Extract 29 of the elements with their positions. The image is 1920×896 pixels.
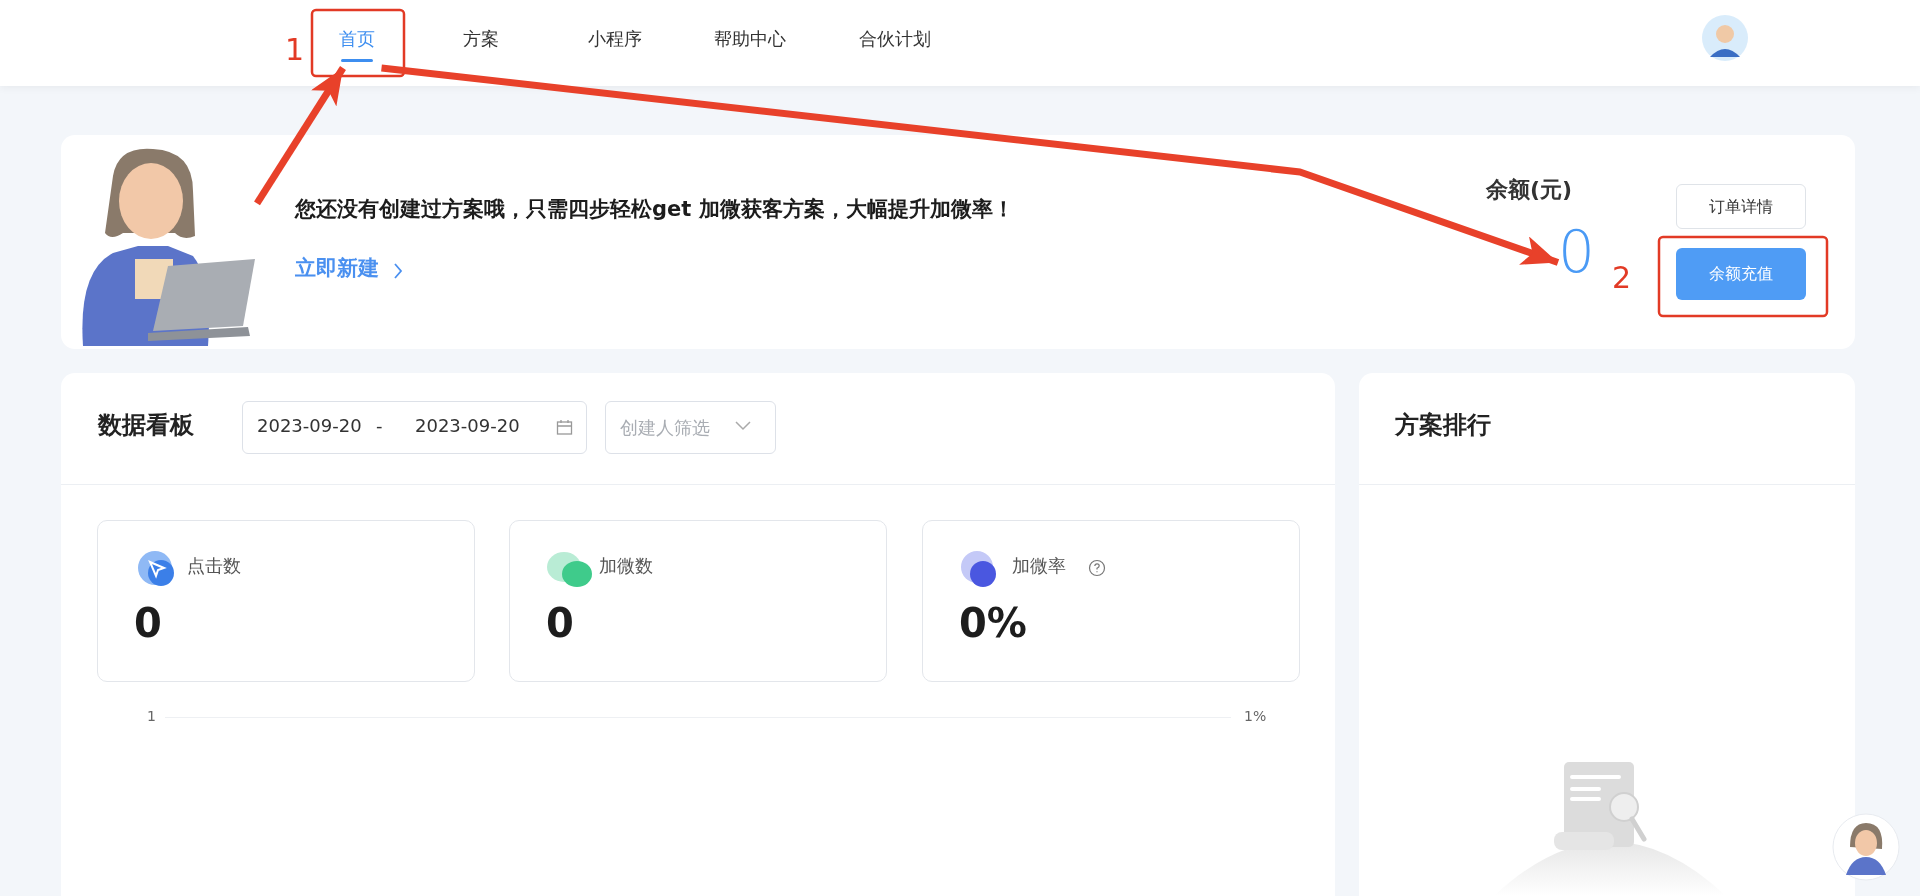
axis-tick-label: 1 (147, 708, 156, 725)
arrow (254, 66, 346, 206)
banner-message: 您还没有创建过方案哦，只需四步轻松get 加微获客方案，大幅提升加微率！ (295, 197, 1014, 223)
creator-filter-select: 创建人筛选 (605, 401, 776, 454)
step-number: 2 (1612, 260, 1632, 296)
nav-link: 首页 (322, 16, 392, 68)
panel-heading: 数据看板 (98, 411, 194, 440)
metric-label: 加微率 (1012, 555, 1066, 577)
recharge-button: 余额充值 (1676, 248, 1806, 300)
metric-value: 0 (134, 599, 162, 647)
order-details-button: 订单详情 (1676, 184, 1806, 229)
balance-value: 0 (1558, 221, 1595, 285)
metric-label: 点击数 (187, 555, 241, 577)
metric-value: 0 (546, 599, 574, 647)
balance-heading: 余额(元) (1486, 177, 1573, 204)
metric-value: 0% (959, 599, 1027, 647)
nav-link: 方案 (463, 28, 499, 50)
arrow (381, 64, 1560, 266)
axis-tick-label: 1% (1244, 708, 1267, 725)
range-separator: - (376, 415, 383, 437)
step-number: 1 (285, 32, 305, 68)
nav-link: 合伙计划 (859, 28, 931, 50)
date-text: 2023-09-20 (415, 415, 520, 437)
date-text: 2023-09-20 (257, 415, 362, 437)
panel-heading: 方案排行 (1395, 411, 1491, 440)
nav-link: 帮助中心 (714, 28, 786, 50)
metric-label: 加微数 (599, 555, 653, 577)
create-now-link: 立即新建 (295, 256, 379, 282)
nav-link: 小程序 (588, 28, 642, 50)
